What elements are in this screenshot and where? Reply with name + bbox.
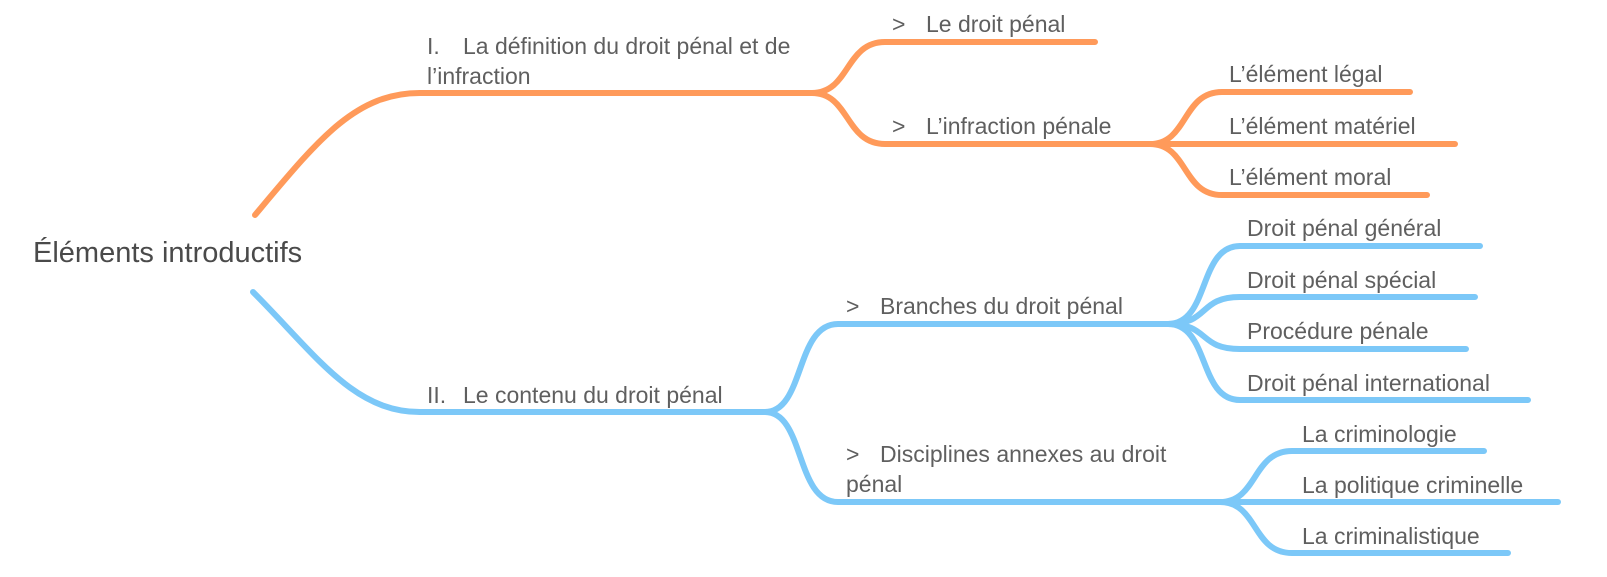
subtopic-disciplines: >Disciplines annexes au droit pénal — [846, 439, 1216, 499]
subtopic-branches: > Branches du droit pénal — [846, 291, 1123, 321]
section-1-marker: I. — [427, 33, 440, 59]
leaf-element-legal: L’élément légal — [1229, 61, 1383, 87]
root-topic: Éléments introductifs — [33, 236, 302, 270]
connector-section-2-to-disciplines — [762, 409, 1223, 505]
subtopic-infraction-penale-marker: > — [892, 113, 906, 139]
subtopic-droit-penal-marker: > — [892, 11, 906, 37]
connector-root-to-section-1 — [252, 90, 423, 218]
section-2-topic: II. Le contenu du droit pénal — [427, 380, 723, 410]
connector-section-1-to-infraction-penale — [809, 90, 1153, 147]
root-topic-label: Éléments introductifs — [33, 237, 303, 269]
subtopic-droit-penal-label: Le droit pénal — [926, 11, 1066, 37]
leaf-criminalistique: La criminalistique — [1302, 523, 1480, 549]
subtopic-droit-penal: > Le droit pénal — [892, 9, 1065, 39]
subtopic-infraction-penale-label: L’infraction pénale — [926, 113, 1112, 139]
connector-section-2-to-branches — [762, 321, 1171, 415]
connector-infraction-to-element-moral — [1147, 141, 1430, 198]
subtopic-disciplines-label: Disciplines annexes au droit pénal — [846, 441, 1167, 497]
leaf-criminologie: La criminologie — [1302, 421, 1457, 447]
leaf-droit-penal-international: Droit pénal international — [1247, 370, 1490, 396]
leaf-politique-criminelle: La politique criminelle — [1302, 472, 1524, 498]
leaf-droit-penal-special: Droit pénal spécial — [1247, 267, 1437, 293]
connector-section-1-to-droit-penal — [809, 39, 1098, 96]
section-1-label: La définition du droit pénal et de l’inf… — [427, 33, 791, 89]
connector-disciplines-to-criminalistique — [1217, 499, 1511, 556]
subtopic-infraction-penale: > L’infraction pénale — [892, 111, 1111, 141]
leaf-element-materiel: L’élément matériel — [1229, 113, 1416, 139]
connector-branches-to-droit-penal-international — [1165, 321, 1531, 403]
subtopic-disciplines-marker: > — [846, 441, 860, 467]
leaf-droit-penal-general: Droit pénal général — [1247, 215, 1442, 241]
section-2-marker: II. — [427, 382, 447, 408]
subtopic-branches-label: Branches du droit pénal — [880, 293, 1123, 319]
section-2-label: Le contenu du droit pénal — [463, 382, 723, 408]
connector-root-to-section-2 — [250, 289, 423, 415]
subtopic-branches-marker: > — [846, 293, 860, 319]
leaf-procedure-penale: Procédure pénale — [1247, 318, 1429, 344]
leaf-element-moral: L’élément moral — [1229, 164, 1392, 190]
section-1-topic: I.La définition du droit pénal et de l’i… — [427, 31, 807, 91]
